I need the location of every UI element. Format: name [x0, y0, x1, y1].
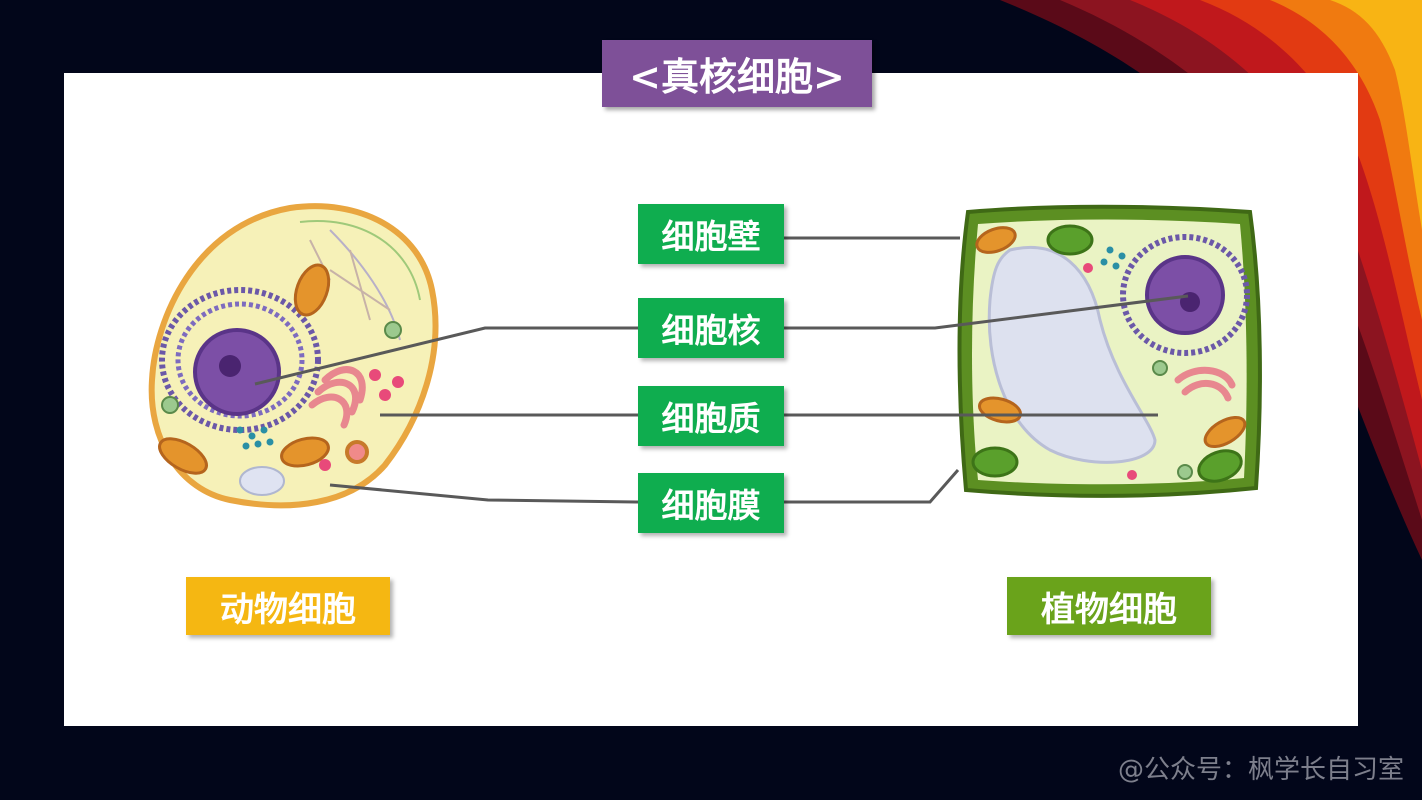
animal-nucleolus	[219, 355, 241, 377]
leader-nucleus-plant	[784, 294, 1189, 330]
animal-cell-caption: 动物细胞	[186, 577, 390, 635]
label-cytoplasm[interactable]: 细胞质	[638, 386, 784, 446]
leader-membrane-plant	[784, 469, 960, 504]
plant-nucleolus	[1180, 292, 1200, 312]
leader-membrane-animal	[329, 483, 639, 504]
label-membrane[interactable]: 细胞膜	[638, 473, 784, 533]
label-nucleus[interactable]: 细胞核	[638, 298, 784, 358]
watermark: @公众号：枫学长自习室	[1117, 755, 1404, 785]
plant-cell-caption: 植物细胞	[1007, 577, 1211, 635]
plant-cell	[957, 204, 1262, 498]
page-title: <真核细胞>	[602, 40, 872, 107]
leader-nucleus-animal	[254, 326, 638, 386]
leader-lines	[254, 236, 1189, 504]
plant-vacuole	[987, 245, 1157, 464]
animal-cell	[148, 203, 439, 509]
label-cell-wall[interactable]: 细胞壁	[638, 204, 784, 264]
